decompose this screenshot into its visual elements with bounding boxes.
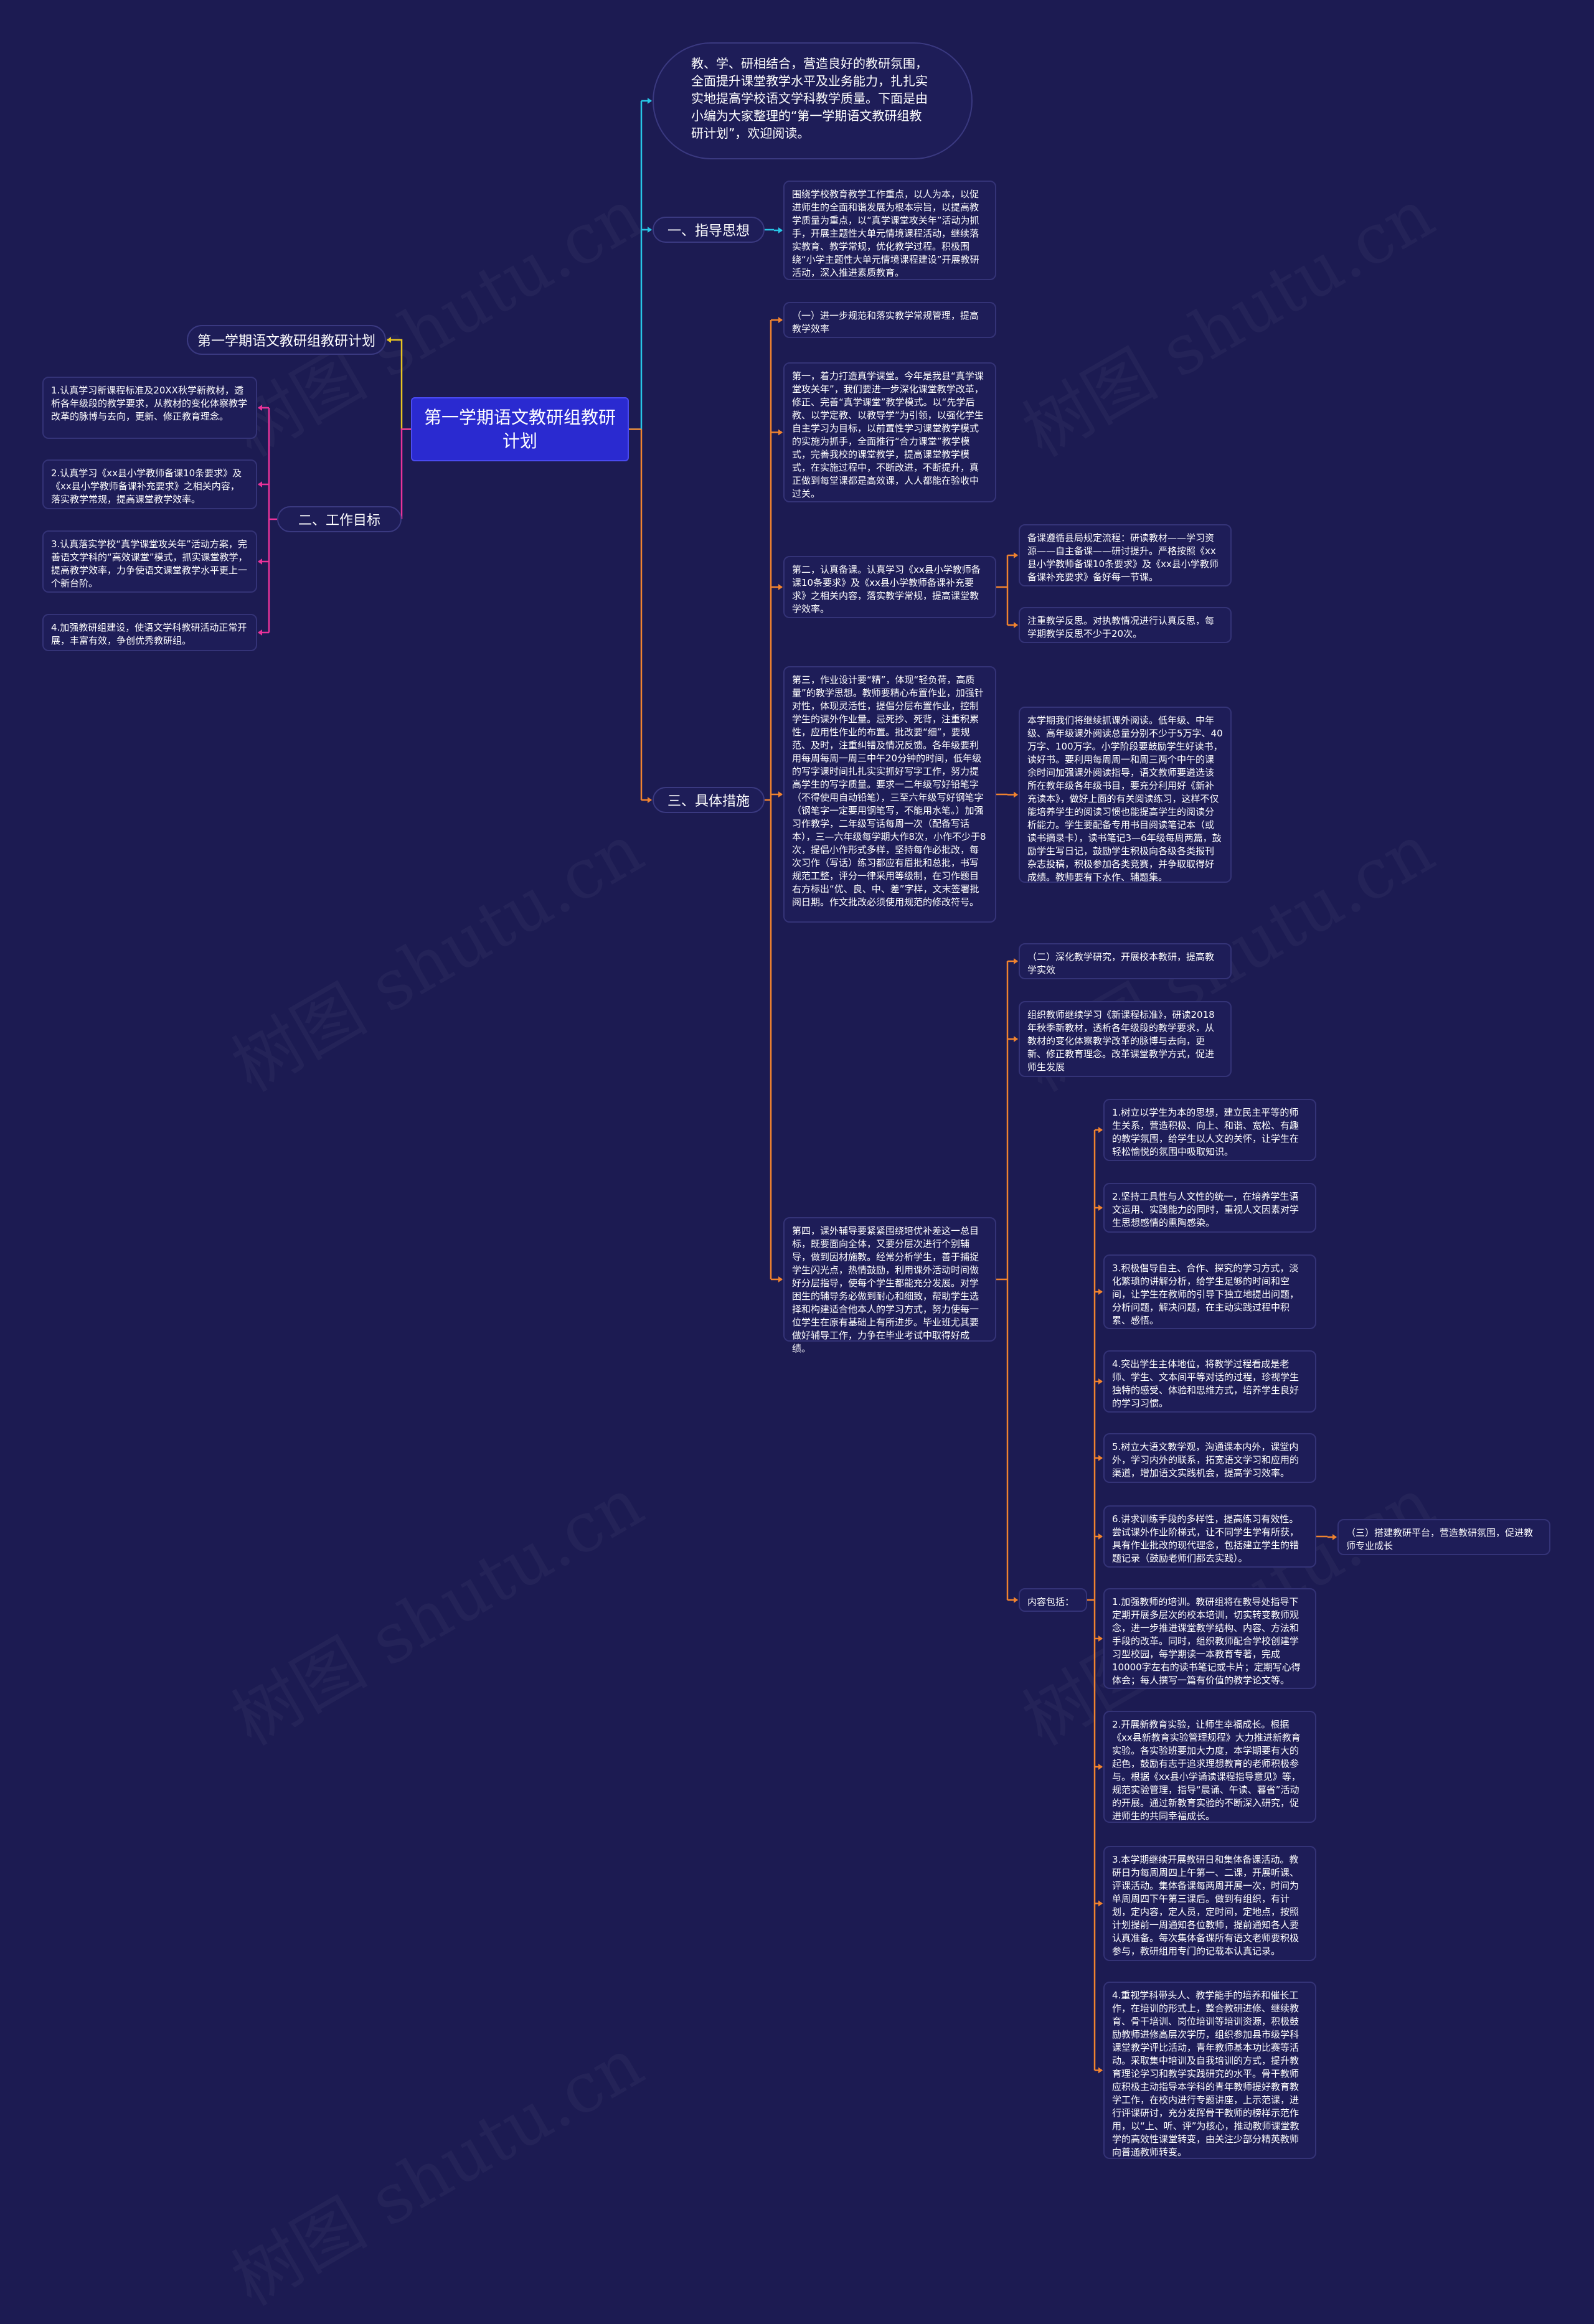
content-item[interactable]: 6.讲求训练手段的多样性，提高练习有效性。尝试课外作业阶梯式，让不同学生学有所获… (1103, 1505, 1316, 1568)
connector-arrow (778, 429, 783, 436)
connector-arrow (1098, 2067, 1103, 2074)
platform-item[interactable]: 1.加强教师的培训。教研组将在教导处指导下定期开展多层次的校本培训，切实转变教师… (1103, 1588, 1316, 1689)
connector-arrow (1098, 1635, 1103, 1642)
intro-node[interactable]: 教、学、研相结合，营造良好的教研氛围，全面提升课堂教学水平及业务能力，扎扎实实地… (653, 42, 973, 159)
measure-first-node[interactable]: 第一，着力打造真学课堂。今年是我县“真学课堂攻关年”，我们要进一步深化课堂教学改… (783, 362, 996, 502)
connector-arrow (1098, 1127, 1103, 1133)
platform-item[interactable]: 2.开展新教育实验，让师生幸福成长。根据《xx县新教育实验管理规程》大力推进新教… (1103, 1711, 1316, 1823)
connector-arrow (778, 317, 783, 323)
connector-arrow (258, 629, 262, 636)
connector-line (400, 428, 411, 519)
connector-arrow (1098, 1764, 1103, 1770)
connector-arrow (1014, 622, 1018, 628)
connector-arrow (778, 584, 783, 590)
connector-arrow (648, 797, 652, 803)
measure-3-node[interactable]: （三）搭建教研平台，营造教研氛围，促进教师专业成长 (1337, 1519, 1550, 1555)
measure-2-node[interactable]: （二）深化教学研究，开展校本教研，提高教学实效 (1019, 943, 1232, 979)
connector-arrow (778, 227, 783, 233)
content-item[interactable]: 2.坚持工具性与人文性的统一，在培养学生语文运用、实践能力的同时，重视人文因素对… (1103, 1183, 1316, 1233)
connector-arrow (1098, 1900, 1103, 1907)
connector-arrow (1014, 1036, 1018, 1042)
connector-arrow (258, 481, 262, 487)
connector-arrow (1098, 1455, 1103, 1461)
guide-text-node[interactable]: 围绕学校教育教学工作重点，以人为本，以促进师生的全面和谐发展为根本宗旨，以提高教… (783, 181, 996, 280)
goal-item[interactable]: 3.认真落实学校“真学课堂攻关年”活动方案，完善语文学科的“高效课堂”模式，抓实… (42, 530, 257, 593)
measure-third-node[interactable]: 第三，作业设计要“精”，体现“轻负荷，高质量”的教学思想。教师要精心布置作业，加… (783, 666, 996, 923)
measure-second-node[interactable]: 第二，认真备课。认真学习《xx县小学教师备课10条要求》及《xx县小学教师备课补… (783, 556, 996, 618)
connector-arrow (1098, 1289, 1103, 1295)
content-item[interactable]: 1.树立以学生为本的思想，建立民主平等的师生关系，营造积极、向上、和谐、宽松、有… (1103, 1099, 1316, 1161)
root-node[interactable]: 第一学期语文教研组教研计划 (411, 397, 629, 461)
goal-item[interactable]: 1.认真学习新课程标准及20XX秋学新教材，透析各年级段的教学要求，从教材的变化… (42, 377, 257, 439)
guide-branch-label[interactable]: 一、指导思想 (653, 217, 765, 243)
content-item[interactable]: 3.积极倡导自主、合作、探究的学习方式，淡化繁琐的讲解分析，给学生足够的时间和空… (1103, 1254, 1316, 1329)
measure-1-node[interactable]: （一）进一步规范和落实教学常规管理，提高教学效率 (783, 302, 996, 338)
connector-line (387, 339, 411, 430)
connector-arrow (1014, 1597, 1018, 1603)
platform-item[interactable]: 3.本学期继续开展教研日和集体备课活动。教研日为每周周四上午第一、二课，开展听课… (1103, 1846, 1316, 1961)
connector-arrow (258, 558, 262, 565)
connector-arrow (1014, 552, 1018, 558)
connector-arrow (1098, 1205, 1103, 1211)
goal-item[interactable]: 2.认真学习《xx县小学教师备课10条要求》及《xx县小学教师备课补充要求》之相… (42, 459, 257, 509)
measure-2-text-node[interactable]: 组织教师继续学习《新课程标准》，研读2018年秋季新教材，透析各年级段的教学要求… (1019, 1001, 1232, 1077)
goal-item[interactable]: 4.加强教研组建设，使语文学科教研活动正常开展，丰富有效，争创优秀教研组。 (42, 614, 257, 651)
connector-arrow (648, 227, 652, 233)
connector-arrow (1098, 1533, 1103, 1540)
content-item[interactable]: 4.突出学生主体地位，将教学过程看成是老师、学生、文本间平等对话的过程，珍视学生… (1103, 1350, 1316, 1413)
content-item[interactable]: 5.树立大语文教学观，沟通课本内外，课堂内外，学习内外的联系，拓宽语文学习和应用… (1103, 1433, 1316, 1483)
connector-arrow (387, 337, 391, 343)
connector-arrow (258, 405, 262, 411)
title-node[interactable]: 第一学期语文教研组教研计划 (187, 325, 386, 355)
connector-arrow (1098, 1378, 1103, 1385)
connector-arrow (1014, 958, 1018, 964)
measure-reading-node[interactable]: 本学期我们将继续抓课外阅读。低年级、中年级、高年级课外阅读总量分别不少于5万字、… (1019, 707, 1232, 883)
measure-second-b-node[interactable]: 注重教学反思。对执教情况进行认真反思，每学期教学反思不少于20次。 (1019, 607, 1232, 643)
connector-arrow (1332, 1534, 1337, 1540)
connector-arrow (778, 791, 783, 797)
measure-fourth-node[interactable]: 第四，课外辅导要紧紧围绕培优补差这一总目标，既要面向全体，又要分层次进行个别辅导… (783, 1217, 996, 1354)
measures-branch-label[interactable]: 三、具体措施 (653, 787, 765, 813)
measure-second-a-node[interactable]: 备课遵循县局规定流程：研读教材——学习资源——自主备课——研讨提升。严格按照《x… (1019, 524, 1232, 586)
connector-arrow (1014, 791, 1018, 798)
content-label-node[interactable]: 内容包括： (1019, 1588, 1087, 1612)
platform-item[interactable]: 4.重视学科带头人、教学能手的培养和催长工作，在培训的形式上，整合教研进修、继续… (1103, 1982, 1316, 2159)
goals-branch-label[interactable]: 二、工作目标 (277, 506, 402, 532)
connector-arrow (778, 1276, 783, 1282)
connector-arrow (648, 98, 652, 104)
connector-lines (258, 98, 1337, 2074)
